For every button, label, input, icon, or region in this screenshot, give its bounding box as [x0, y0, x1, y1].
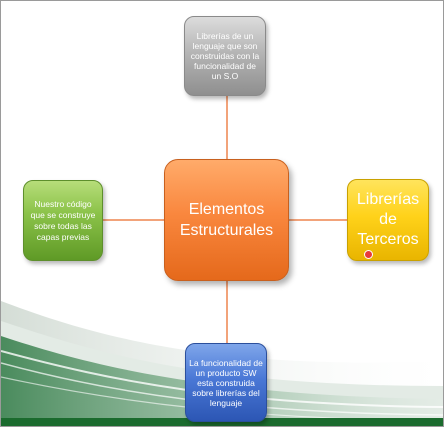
- node-top-text: Librerías de un lenguaje que son constru…: [190, 31, 260, 81]
- connector-bottom: [226, 281, 228, 343]
- node-left-text: Nuestro código que se construye sobre to…: [30, 198, 96, 242]
- node-right-third-party-libraries: Librerías de Terceros: [347, 179, 429, 261]
- connector-right: [289, 219, 347, 221]
- node-center-text: Elementos Estructurales: [179, 201, 274, 239]
- node-bottom-product-functionality: La funcionalidad de un producto SW esta …: [185, 343, 267, 422]
- node-left-our-code: Nuestro código que se construye sobre to…: [23, 180, 103, 261]
- node-center-structural-elements: Elementos Estructurales: [164, 159, 289, 281]
- node-top-os-libraries: Librerías de un lenguaje que son constru…: [184, 16, 266, 96]
- node-bottom-text: La funcionalidad de un producto SW esta …: [189, 357, 263, 408]
- node-right-text: Librerías de Terceros: [356, 191, 420, 248]
- connector-left: [103, 219, 164, 221]
- record-indicator-icon: [364, 250, 373, 259]
- connector-top: [226, 96, 228, 159]
